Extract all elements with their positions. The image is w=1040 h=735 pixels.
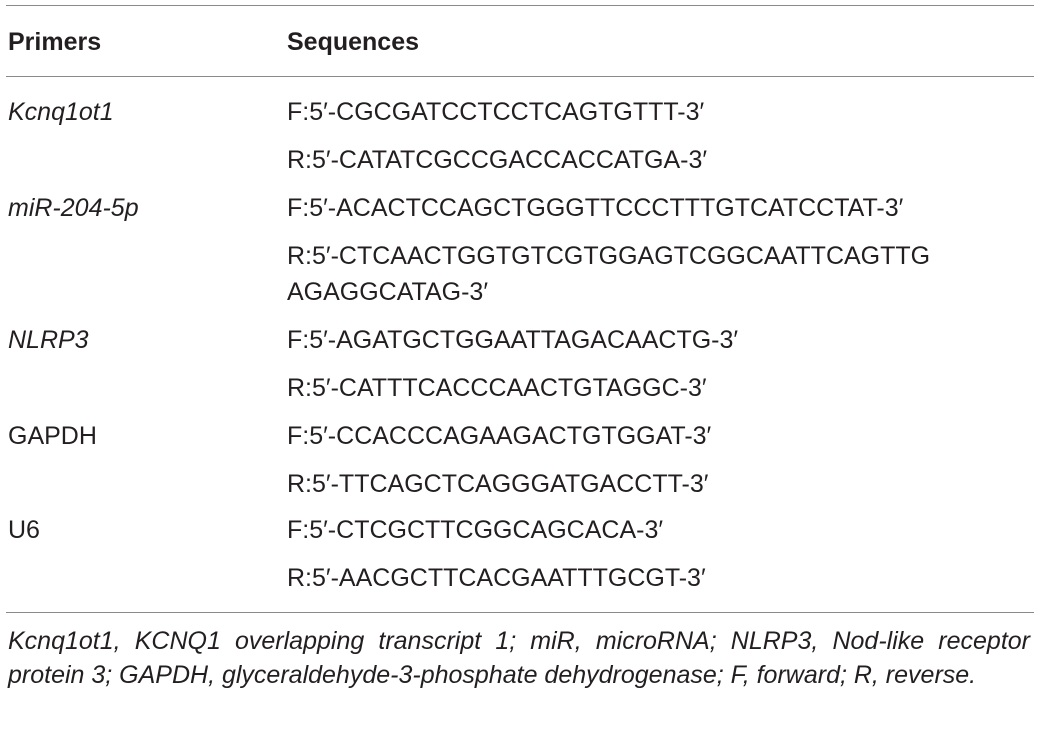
primer-name-mir-204-5p: miR-204-5p	[8, 194, 139, 222]
sequence-reverse-u6: R:5′-AACGCTTCACGAATTTGCGT-3′	[287, 564, 706, 592]
header-divider-rule	[6, 76, 1034, 77]
header-sequences: Sequences	[287, 28, 420, 56]
sequence-forward-nlrp3: F:5′-AGATGCTGGAATTAGACAACTG-3′	[287, 326, 739, 354]
sequence-reverse-gapdh: R:5′-TTCAGCTCAGGGATGACCTT-3′	[287, 470, 709, 498]
table-top-rule	[6, 5, 1034, 6]
table-bottom-rule	[6, 612, 1034, 613]
primer-name-gapdh: GAPDH	[8, 422, 97, 450]
sequence-reverse-kcnq1ot1: R:5′-CATATCGCCGACCACCATGA-3′	[287, 146, 708, 174]
primer-name-nlrp3: NLRP3	[8, 326, 89, 354]
sequence-reverse-nlrp3: R:5′-CATTTCACCCAACTGTAGGC-3′	[287, 374, 707, 402]
header-primers: Primers	[8, 28, 102, 56]
sequence-reverse-mir-204-5p-line2: AGAGGCATAG-3′	[287, 278, 489, 306]
primer-name-kcnq1ot1: Kcnq1ot1	[8, 98, 114, 126]
table-footnote: Kcnq1ot1, KCNQ1 overlapping transcript 1…	[8, 627, 1030, 689]
sequence-reverse-mir-204-5p-line1: R:5′-CTCAACTGGTGTCGTGGAGTCGGCAATTCAGTTG	[287, 242, 931, 270]
sequence-forward-mir-204-5p: F:5′-ACACTCCAGCTGGGTTCCCTTTGTCATCCTAT-3′	[287, 194, 904, 222]
sequence-forward-kcnq1ot1: F:5′-CGCGATCCTCCTCAGTGTTT-3′	[287, 98, 705, 126]
primer-name-u6: U6	[8, 516, 40, 544]
sequence-forward-u6: F:5′-CTCGCTTCGGCAGCACA-3′	[287, 516, 664, 544]
sequence-forward-gapdh: F:5′-CCACCCAGAAGACTGTGGAT-3′	[287, 422, 712, 450]
